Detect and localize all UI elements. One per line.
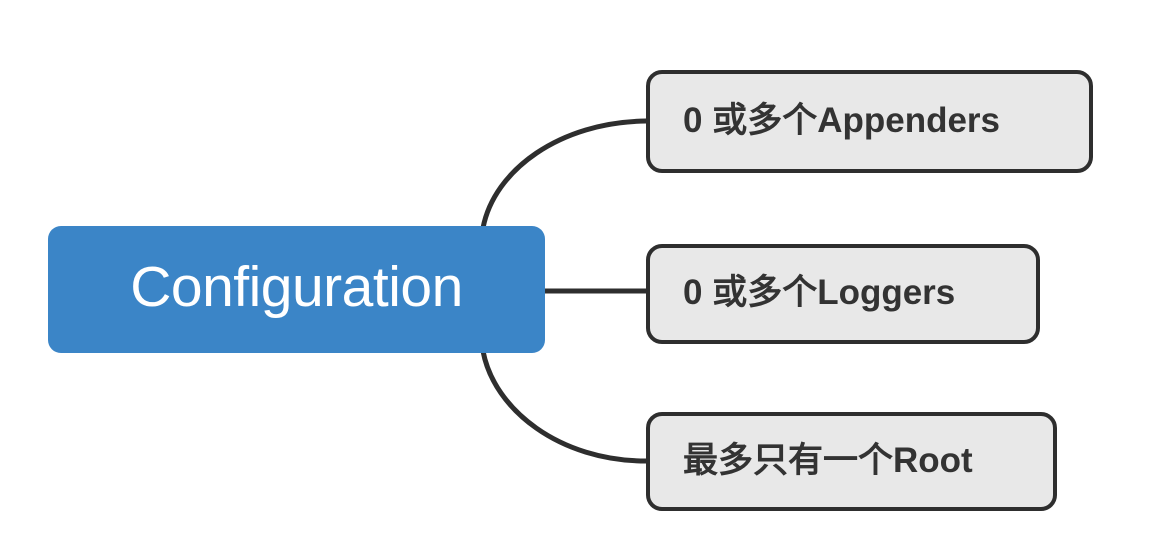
connector-appenders: [480, 118, 649, 231]
branch-node-label-loggers: 0 或多个Loggers: [683, 273, 956, 312]
root-node-configuration[interactable]: Configuration: [48, 226, 545, 353]
branch-node-appenders[interactable]: 0 或多个Appenders: [646, 70, 1093, 173]
branch-node-root[interactable]: 最多只有一个Root: [646, 412, 1057, 511]
root-node-label: Configuration: [130, 255, 463, 319]
branch-node-label-appenders: 0 或多个Appenders: [683, 100, 1000, 140]
connector-root: [480, 348, 649, 464]
branch-node-loggers[interactable]: 0 或多个Loggers: [646, 244, 1040, 344]
branch-node-label-root: 最多只有一个Root: [683, 440, 973, 480]
